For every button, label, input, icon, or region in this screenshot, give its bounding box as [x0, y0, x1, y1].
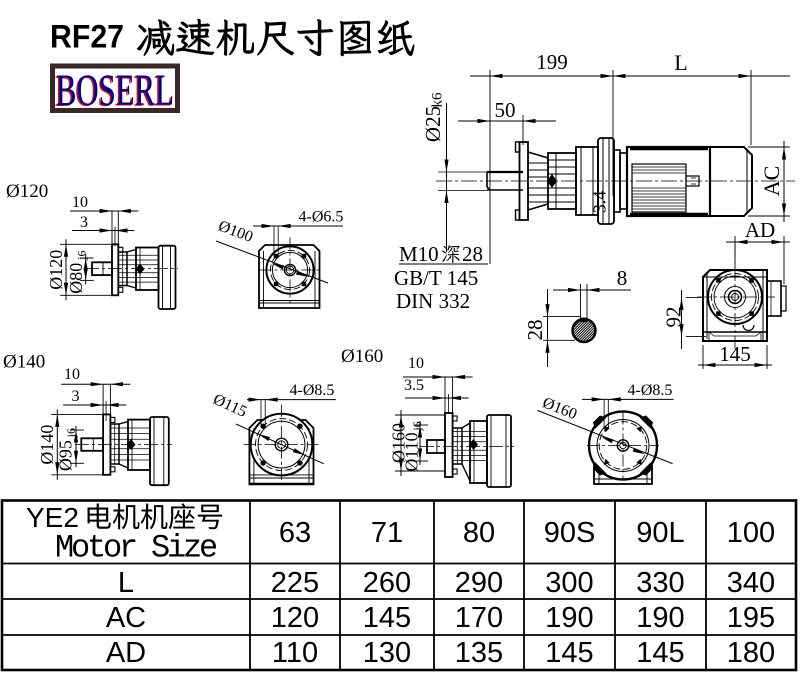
svg-text:145: 145: [545, 637, 593, 669]
svg-text:145: 145: [719, 342, 751, 366]
svg-text:90S: 90S: [544, 517, 596, 549]
svg-text:120: 120: [271, 602, 319, 634]
svg-text:j6: j6: [75, 251, 89, 261]
svg-text:10: 10: [64, 366, 80, 383]
svg-text:135: 135: [455, 637, 503, 669]
svg-text:AC: AC: [759, 166, 784, 197]
svg-text:28: 28: [462, 242, 483, 266]
svg-text:L: L: [118, 567, 134, 599]
svg-text:AD: AD: [745, 218, 775, 242]
svg-text:195: 195: [727, 602, 775, 634]
svg-text:M10: M10: [399, 242, 439, 266]
svg-text:j6: j6: [64, 428, 78, 438]
svg-text:Ø95: Ø95: [55, 440, 75, 471]
svg-text:Ø80: Ø80: [66, 263, 86, 294]
svg-text:Motor Size: Motor Size: [55, 530, 217, 567]
svg-text:100: 100: [727, 517, 775, 549]
svg-text:3.4: 3.4: [590, 191, 610, 214]
svg-text:Ø25: Ø25: [421, 106, 445, 142]
svg-text:28: 28: [523, 320, 547, 341]
svg-text:3: 3: [72, 388, 80, 405]
svg-text:199: 199: [536, 50, 568, 74]
svg-text:GB/T 145: GB/T 145: [394, 266, 478, 290]
svg-text:80: 80: [463, 517, 495, 549]
svg-text:BOSERL: BOSERL: [55, 67, 173, 116]
svg-text:130: 130: [363, 637, 411, 669]
svg-text:k6: k6: [430, 92, 446, 108]
svg-text:10: 10: [408, 355, 424, 372]
svg-text:92: 92: [662, 307, 686, 328]
svg-text:145: 145: [363, 602, 411, 634]
svg-text:RF27: RF27: [50, 19, 124, 55]
svg-text:190: 190: [636, 602, 684, 634]
svg-text:180: 180: [727, 637, 775, 669]
svg-text:90L: 90L: [636, 517, 684, 549]
svg-text:110: 110: [272, 637, 318, 669]
svg-text:260: 260: [363, 567, 411, 599]
svg-text:71: 71: [371, 517, 403, 549]
svg-text:10: 10: [72, 194, 88, 211]
svg-text:290: 290: [455, 567, 503, 599]
svg-text:190: 190: [545, 602, 593, 634]
svg-text:Ø160: Ø160: [341, 346, 383, 367]
svg-text:DIN 332: DIN 332: [396, 289, 470, 313]
svg-text:145: 145: [636, 637, 684, 669]
svg-text:AD: AD: [106, 637, 146, 669]
svg-text:50: 50: [495, 98, 516, 122]
svg-text:AC: AC: [106, 602, 146, 634]
svg-text:3: 3: [80, 214, 88, 231]
svg-text:Ø160: Ø160: [389, 423, 409, 463]
svg-text:L: L: [674, 50, 687, 75]
svg-text:j6: j6: [410, 421, 424, 431]
svg-text:3.5: 3.5: [404, 377, 424, 394]
svg-text:4-Ø8.5: 4-Ø8.5: [290, 382, 335, 399]
svg-text:170: 170: [455, 602, 503, 634]
svg-text:340: 340: [727, 567, 775, 599]
svg-text:330: 330: [636, 567, 684, 599]
svg-text:Ø120: Ø120: [46, 250, 66, 290]
svg-text:Ø140: Ø140: [3, 352, 45, 373]
svg-text:Ø110: Ø110: [402, 432, 422, 471]
svg-text:63: 63: [279, 517, 311, 549]
svg-text:BOSERL: BOSERL: [56, 66, 174, 115]
svg-text:225: 225: [271, 567, 319, 599]
svg-text:YE2: YE2: [26, 502, 79, 533]
svg-text:8: 8: [617, 266, 628, 290]
svg-text:Ø140: Ø140: [37, 425, 57, 465]
svg-text:4-Ø6.5: 4-Ø6.5: [299, 209, 344, 226]
svg-text:Ø120: Ø120: [6, 181, 48, 202]
svg-text:300: 300: [545, 567, 593, 599]
svg-text:4-Ø8.5: 4-Ø8.5: [628, 382, 673, 399]
